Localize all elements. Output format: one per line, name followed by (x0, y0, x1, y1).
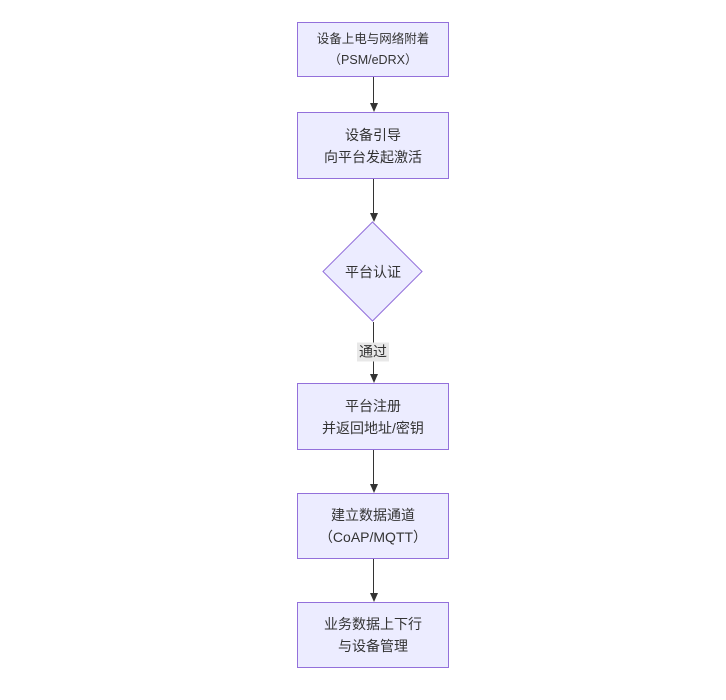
node-data-channel: 建立数据通道 （CoAP/MQTT） (297, 493, 449, 559)
arrow-down-icon (369, 374, 378, 383)
node-device-bootstrap: 设备引导 向平台发起激活 (297, 112, 449, 179)
node-label-line: 建立数据通道 (331, 507, 415, 523)
arrow-down-icon (369, 103, 378, 112)
arrow-down-icon (369, 593, 378, 602)
node-label-line: （CoAP/MQTT） (318, 529, 428, 545)
edge-d-e (369, 450, 378, 493)
edge-label-pass: 通过 (357, 342, 389, 362)
node-power-network-attach: 设备上电与网络附着 （PSM/eDRX） (297, 22, 449, 77)
node-business-data-mgmt: 业务数据上下行 与设备管理 (297, 602, 449, 668)
edge-line (373, 179, 374, 213)
edge-line (373, 450, 374, 484)
edge-e-f (369, 559, 378, 602)
node-label-line: 向平台发起激活 (324, 148, 422, 165)
node-label-line: 平台注册 (345, 397, 401, 414)
edge-a-b (369, 77, 378, 112)
node-label-line: 业务数据上下行 (324, 616, 422, 632)
node-platform-register: 平台注册 并返回地址/密钥 (297, 383, 449, 450)
node-label-line: 与设备管理 (338, 638, 408, 654)
node-label-line: （PSM/eDRX） (328, 52, 418, 67)
node-label-line: 平台认证 (345, 264, 401, 280)
edge-line (373, 559, 374, 593)
edge-line (373, 77, 374, 103)
node-label-line: 并返回地址/密钥 (322, 419, 424, 436)
edge-b-c (369, 179, 378, 222)
arrow-down-icon (369, 213, 378, 222)
node-label-line: 设备上电与网络附着 (316, 31, 430, 46)
node-label-line: 设备引导 (345, 126, 401, 143)
node-platform-auth-decision: 平台认证 (322, 221, 423, 322)
arrow-down-icon (369, 484, 378, 493)
